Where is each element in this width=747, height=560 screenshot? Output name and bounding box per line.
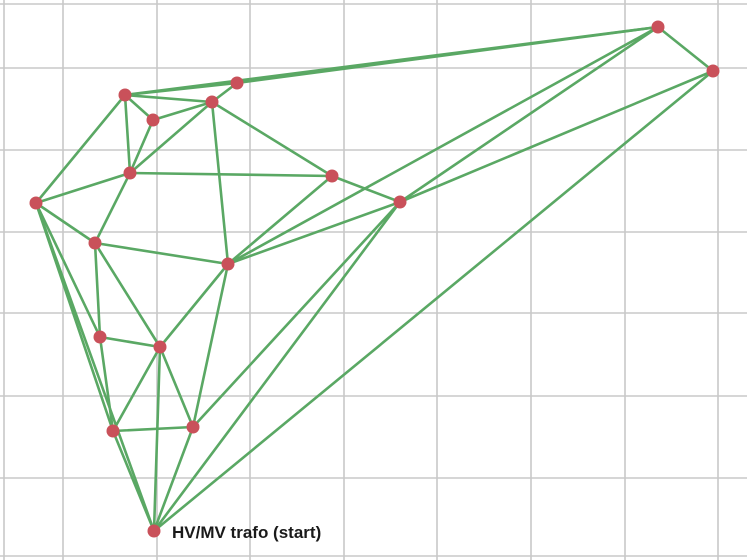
node-n15	[153, 340, 167, 354]
edge-n9-n7	[151, 100, 214, 122]
edge-n7-n11	[210, 100, 230, 266]
edge-n13-n11	[93, 241, 230, 266]
start-node-label: HV/MV trafo (start)	[172, 523, 321, 542]
node-n12	[29, 196, 43, 210]
edge-n14-n5	[111, 425, 195, 433]
node-n9	[146, 113, 160, 127]
edge-n12-n10	[34, 171, 132, 205]
edge-n13-n10	[93, 171, 132, 245]
edge-n1-n11	[226, 25, 660, 266]
edge-n16-n13	[93, 241, 102, 339]
edge-n12-n8	[34, 93, 127, 205]
edge-n6-n1	[235, 25, 660, 85]
edge-n5-n11	[191, 262, 230, 429]
node-n7	[205, 95, 219, 109]
start-node	[147, 524, 161, 538]
edge-start-n3	[152, 200, 402, 533]
node-n14	[106, 424, 120, 438]
edge-n15-n5	[158, 345, 195, 429]
edge-n5-n3	[191, 200, 402, 429]
edge-start-n2	[152, 69, 715, 533]
edge-n8-n7	[123, 93, 214, 104]
edge-n14-n16	[98, 335, 115, 433]
edge-n7-n4	[210, 100, 334, 178]
node-n10	[123, 166, 137, 180]
edge-n3-n1	[398, 25, 660, 204]
edge-n14-n12	[34, 201, 115, 433]
node-n13	[88, 236, 102, 250]
node-n6	[230, 76, 244, 90]
edge-n3-n2	[398, 69, 715, 204]
edge-n10-n8	[123, 93, 132, 175]
edge-n16-n15	[98, 335, 162, 349]
node-n3	[393, 195, 407, 209]
node-n5	[186, 420, 200, 434]
edge-n13-n12	[34, 201, 97, 245]
edges	[34, 25, 715, 533]
edge-n10-n7	[128, 100, 214, 175]
edge-n1-n2	[656, 25, 715, 73]
node-n11	[221, 257, 235, 271]
edge-n15-n13	[93, 241, 162, 349]
edge-n16-n12	[34, 201, 102, 339]
node-n4	[325, 169, 339, 183]
edge-n10-n9	[128, 118, 155, 175]
edge-start-n5	[152, 425, 195, 533]
nodes	[29, 20, 720, 538]
edge-n4-n11	[226, 174, 334, 266]
edge-n10-n4	[128, 171, 334, 178]
edge-n15-n11	[158, 262, 230, 349]
node-n2	[706, 64, 720, 78]
node-n16	[93, 330, 107, 344]
edge-n14-n15	[111, 345, 162, 433]
node-n1	[651, 20, 665, 34]
edge-start-n15	[152, 345, 162, 533]
node-n8	[118, 88, 132, 102]
edge-n11-n3	[226, 200, 402, 266]
